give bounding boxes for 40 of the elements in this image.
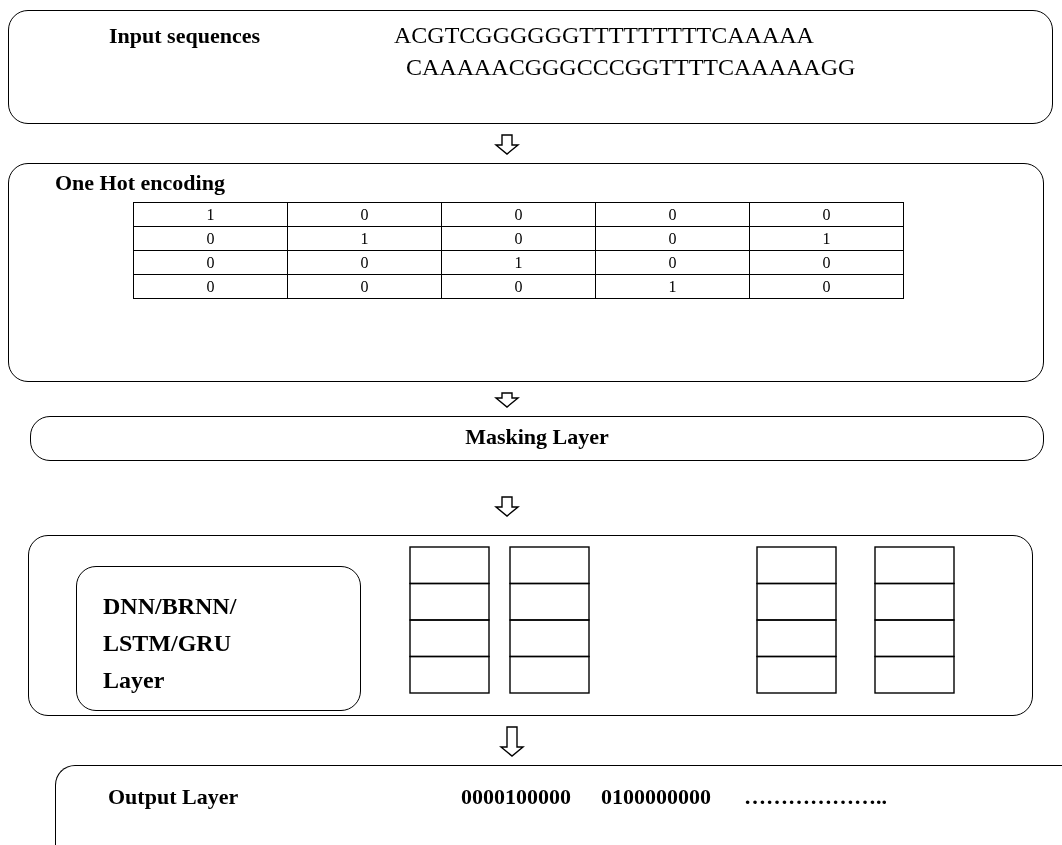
node-text: ACGTCGGGGGGTTTTTTTTTCAAAAA — [394, 21, 814, 50]
table-cell: 1 — [287, 226, 442, 251]
table-cell: 0 — [595, 250, 750, 275]
layer-container — [28, 535, 1033, 716]
block-arrow — [494, 134, 520, 155]
table-cell: 0 — [749, 250, 904, 275]
table-cell: 1 — [441, 250, 596, 275]
input-box — [8, 10, 1053, 124]
table-cell: 0 — [287, 274, 442, 299]
table-cell: 1 — [595, 274, 750, 299]
layer-box — [30, 416, 1044, 461]
node-title: Masking Layer — [464, 424, 610, 451]
table-cell: 1 — [133, 202, 288, 227]
node-text: ……………….. — [744, 784, 887, 811]
node-text: 0100000000 — [601, 784, 711, 811]
table-cell: 0 — [441, 202, 596, 227]
table-cell: 0 — [133, 250, 288, 275]
table-cell: 1 — [749, 226, 904, 251]
table-cell: 0 — [595, 226, 750, 251]
block-arrow — [494, 496, 520, 517]
table-cell: 0 — [287, 202, 442, 227]
node-title: Input sequences — [109, 23, 260, 50]
node-text: CAAAAACGGGCCCGGTTTTCAAAAAGG — [406, 53, 856, 82]
table-cell: 0 — [749, 274, 904, 299]
table-cell: 0 — [595, 202, 750, 227]
encoding-box — [8, 163, 1044, 382]
table-cell: 0 — [441, 274, 596, 299]
node-title: DNN/BRNN/ LSTM/GRU Layer — [103, 592, 238, 695]
node-text: 0000100000 — [461, 784, 571, 811]
node-title: Output Layer — [108, 784, 239, 811]
table-cell: 0 — [133, 226, 288, 251]
block-arrow — [499, 726, 525, 757]
table-cell: 0 — [441, 226, 596, 251]
table-cell: 0 — [749, 202, 904, 227]
output-box — [55, 765, 1062, 845]
table-cell: 0 — [287, 250, 442, 275]
block-arrow — [494, 392, 520, 408]
node-title: One Hot encoding — [55, 170, 225, 197]
table-cell: 0 — [133, 274, 288, 299]
layer-box — [76, 566, 361, 711]
